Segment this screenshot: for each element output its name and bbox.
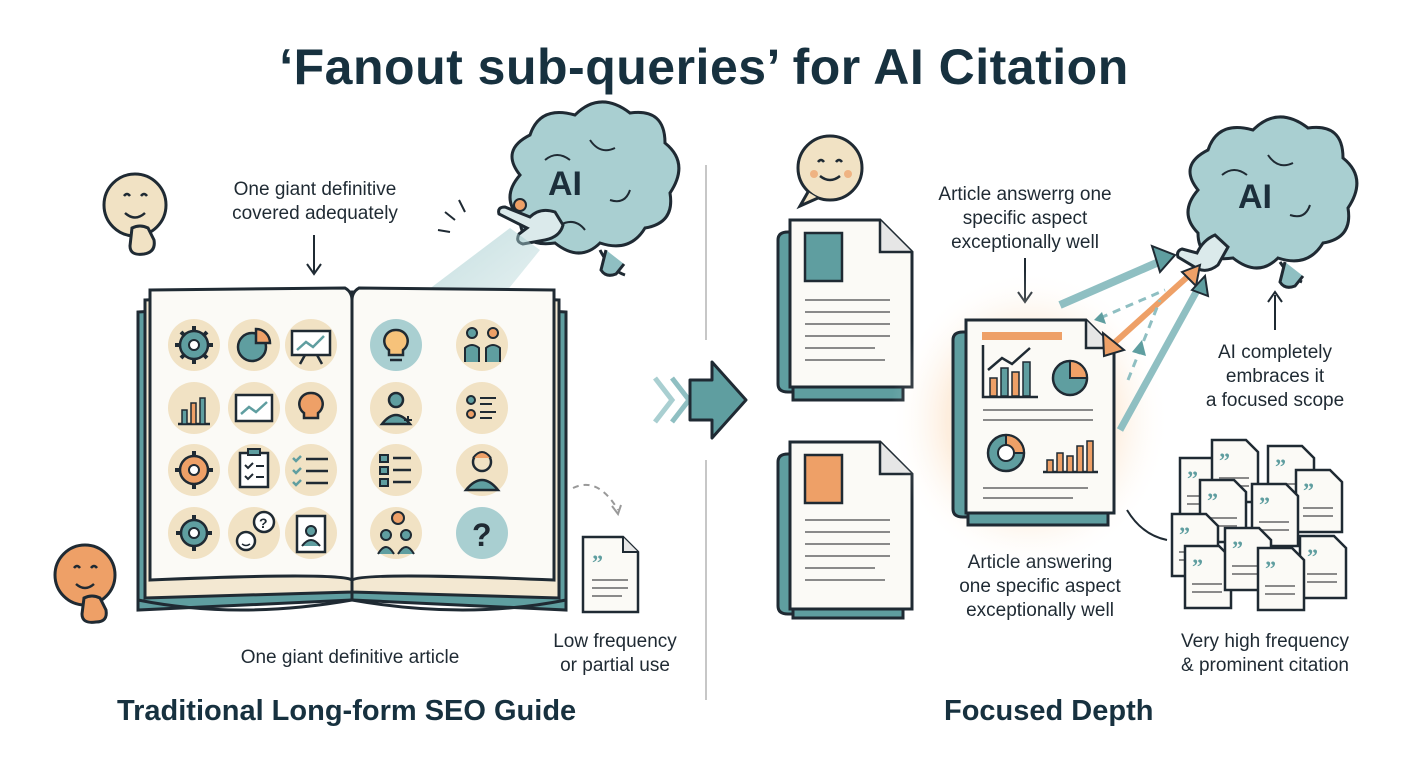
usage-note-line-2: or partial use	[560, 655, 670, 676]
svg-text:”: ”	[1303, 478, 1314, 503]
left-annotation-line-1: One giant definitive	[233, 179, 397, 200]
svg-text:”: ”	[1219, 448, 1230, 473]
usage-note-line-1: Low frequency	[553, 631, 677, 652]
left-heading: Traditional Long-form SEO Guide	[117, 695, 577, 727]
ai-note-line-2: embraces it	[1225, 366, 1325, 387]
page-title: ‘Fanout sub-queries’ for AI Citation	[279, 39, 1129, 95]
pie-chart-icon	[228, 319, 280, 371]
question-chat-icon: ?	[228, 507, 280, 559]
profile-card-icon	[285, 507, 337, 559]
ai-note-line-3: a focused scope	[1205, 390, 1345, 411]
svg-text:”: ”	[1275, 454, 1286, 479]
discussion-icon	[370, 507, 422, 559]
pointing-hand-icon	[437, 198, 565, 246]
doc-caption-line-2: one specific aspect	[959, 576, 1121, 597]
ai-brain-right-label: AI	[1238, 178, 1272, 216]
ai-note-arrow-icon	[1267, 290, 1283, 330]
citation-note: Very high frequency & prominent citation	[1150, 630, 1380, 678]
ai-brain-right-icon: AI	[1176, 115, 1359, 289]
ai-note: AI completely embraces it a focused scop…	[1185, 341, 1365, 413]
idea-bulb-icon	[285, 382, 337, 434]
svg-text:”: ”	[1259, 492, 1270, 517]
document-teal-icon	[776, 218, 914, 402]
right-annotation-line-1: Article answerrg one	[938, 184, 1112, 205]
thinking-face-icon	[102, 172, 168, 256]
settings-list-icon	[456, 382, 508, 434]
monitor-chart-icon	[228, 382, 280, 434]
doc-caption-line-3: exceptionally well	[966, 600, 1114, 621]
quote-document-icon: ”	[581, 535, 640, 614]
svg-text:”: ”	[1232, 536, 1243, 561]
ai-note-line-1: AI completely	[1217, 342, 1333, 363]
usage-note: Low frequency or partial use	[520, 630, 710, 678]
orange-gear-icon	[168, 444, 220, 496]
book-icon-grid: ? ?	[168, 319, 508, 559]
svg-text:”: ”	[1265, 556, 1276, 581]
gear-small-icon	[168, 507, 220, 559]
annotation-arrow-icon	[306, 235, 322, 276]
gear-icon	[168, 319, 220, 371]
right-heading: Focused Depth	[944, 695, 1154, 727]
right-annotation-line-2: specific aspect	[962, 208, 1088, 229]
citation-arrows-icon	[1058, 244, 1210, 432]
quote-document-pile-icon: ” ” ” ” ” ” ” ” ” ” ”	[1170, 438, 1348, 612]
document-orange-icon	[776, 440, 914, 620]
list-icon	[370, 444, 422, 496]
svg-text:”: ”	[1179, 522, 1190, 547]
focused-article-icon	[951, 318, 1116, 527]
presentation-chart-icon	[285, 319, 337, 371]
left-annotation-line-2: covered adequately	[232, 203, 398, 224]
speech-face-icon	[796, 134, 864, 210]
thinking-face-orange-icon	[53, 543, 117, 624]
svg-text:?: ?	[472, 517, 492, 553]
svg-text:”: ”	[1192, 554, 1203, 579]
ai-brain-label: AI	[548, 165, 582, 203]
team-meeting-icon	[456, 319, 508, 371]
dashed-arrow	[572, 483, 619, 511]
citation-note-line-1: Very high frequency	[1181, 631, 1349, 652]
left-annotation: One giant definitive covered adequately	[205, 178, 425, 226]
bar-chart-icon	[168, 382, 220, 434]
book-caption: One giant definitive article	[240, 647, 460, 668]
right-annotation-line-3: exceptionally well	[951, 232, 1099, 253]
right-annotation: Article answerrg one specific aspect exc…	[905, 183, 1145, 255]
question-icon: ?	[456, 507, 508, 559]
person-icon	[456, 444, 508, 496]
svg-text:?: ?	[259, 515, 268, 531]
transition-arrow-icon	[653, 360, 748, 440]
svg-text:”: ”	[1307, 544, 1318, 569]
citation-note-line-2: & prominent citation	[1181, 655, 1349, 676]
checklist-icon	[285, 444, 337, 496]
pile-connector	[1126, 509, 1168, 541]
svg-text:”: ”	[1207, 488, 1218, 513]
lightbulb-icon	[370, 319, 422, 371]
add-user-icon	[370, 382, 422, 434]
svg-text:”: ”	[1187, 466, 1198, 491]
svg-text:”: ”	[592, 550, 603, 575]
clipboard-checklist-icon	[228, 444, 280, 496]
